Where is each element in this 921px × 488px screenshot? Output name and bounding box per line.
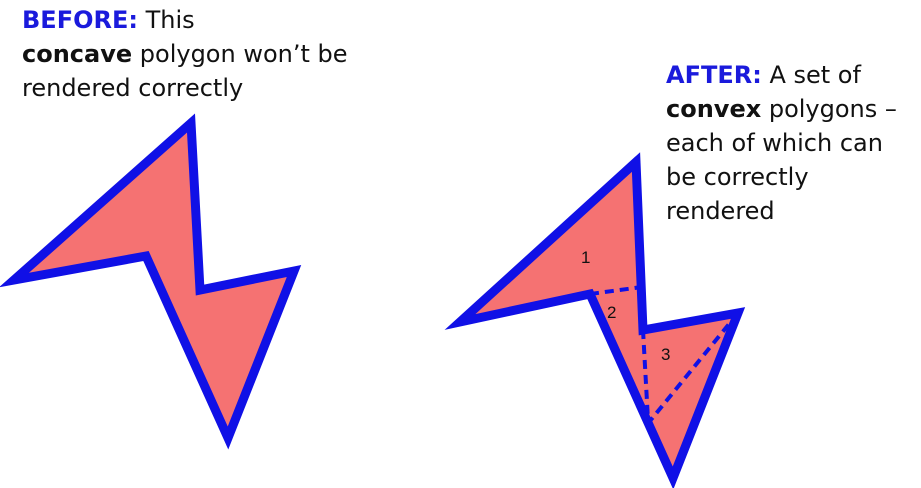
- after-text-3: each of which can: [666, 129, 883, 157]
- before-text-2: polygon won’t be: [132, 40, 348, 68]
- convex-emphasis: convex: [666, 95, 762, 123]
- convex-decomposition-outline: [444, 152, 746, 488]
- concave-emphasis: concave: [22, 40, 133, 68]
- region-2-label: 2: [607, 303, 616, 322]
- after-text-2: polygons –: [761, 95, 897, 123]
- split-line-1-2: [589, 285, 643, 296]
- before-text-3: rendered correctly: [22, 74, 244, 102]
- split-line-3-diagonal: [648, 311, 740, 423]
- after-text-5: rendered: [666, 197, 775, 225]
- after-caption: AFTER: A set of convex polygons – each o…: [666, 58, 918, 228]
- before-caption: BEFORE: This concave polygon won’t be re…: [22, 3, 382, 105]
- split-line-2-3: [641, 329, 650, 421]
- after-text-4: be correctly: [666, 163, 809, 191]
- before-text-1: This: [137, 6, 195, 34]
- after-text-1: A set of: [761, 61, 861, 89]
- after-label: AFTER:: [666, 61, 762, 89]
- concave-polygon: [0, 113, 302, 450]
- region-1-label: 1: [581, 248, 590, 267]
- before-label: BEFORE:: [22, 6, 138, 34]
- region-3-label: 3: [661, 345, 670, 364]
